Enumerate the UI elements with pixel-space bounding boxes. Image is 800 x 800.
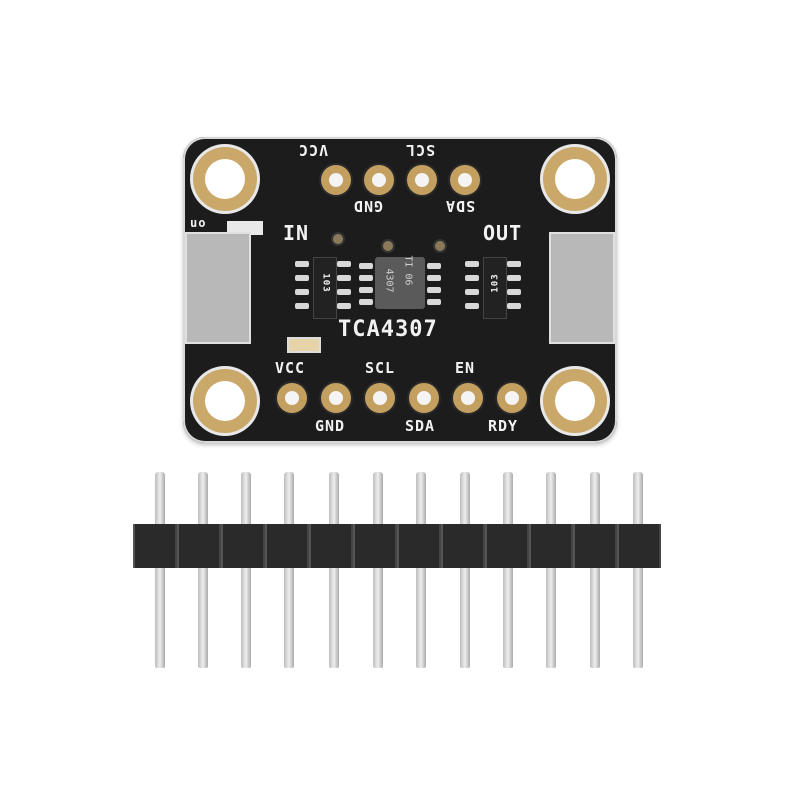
- power-led: [227, 221, 263, 235]
- label-bottom-gnd: GND: [315, 417, 346, 435]
- mounting-hole-bottom-left: [193, 369, 257, 433]
- bottom-pad-scl: [365, 383, 395, 413]
- label-top-scl: SCL: [405, 141, 436, 159]
- tca4307-chip: TI 06 4307: [375, 255, 425, 309]
- label-out: OUT: [483, 221, 523, 245]
- top-pad-sda: [450, 165, 480, 195]
- resistor-array-right: 103: [483, 257, 507, 319]
- stemma-qt-connector-in: [185, 232, 251, 344]
- mounting-hole-bottom-right: [543, 369, 607, 433]
- stemma-qt-connector-out: [549, 232, 615, 344]
- label-bottom-rdy: RDY: [488, 417, 519, 435]
- resistor-array-left: 103: [313, 257, 337, 319]
- label-bottom-sda: SDA: [405, 417, 436, 435]
- top-pad-scl: [407, 165, 437, 195]
- top-pad-vcc: [321, 165, 351, 195]
- bottom-pad-en: [453, 383, 483, 413]
- bottom-pad-gnd: [321, 383, 351, 413]
- label-bottom-en: EN: [455, 359, 476, 377]
- label-top-gnd: GND: [353, 197, 384, 215]
- breakout-board: VCC GND SCL SDA on IN OUT 103 TI 06 4307…: [183, 137, 617, 443]
- board-title: TCA4307: [338, 317, 438, 342]
- label-in: IN: [283, 221, 310, 245]
- label-bottom-vcc: VCC: [275, 359, 306, 377]
- label-bottom-scl: SCL: [365, 359, 396, 377]
- label-top-vcc: VCC: [298, 141, 329, 159]
- mounting-hole-top-left: [193, 147, 257, 211]
- label-led-on: on: [189, 217, 206, 231]
- bottom-pad-sda: [409, 383, 439, 413]
- bottom-pad-vcc: [277, 383, 307, 413]
- smd-component: [287, 337, 321, 353]
- label-top-sda: SDA: [445, 197, 476, 215]
- header-plastic-strip: [133, 524, 661, 568]
- mounting-hole-top-right: [543, 147, 607, 211]
- bottom-pad-rdy: [497, 383, 527, 413]
- top-pad-gnd: [364, 165, 394, 195]
